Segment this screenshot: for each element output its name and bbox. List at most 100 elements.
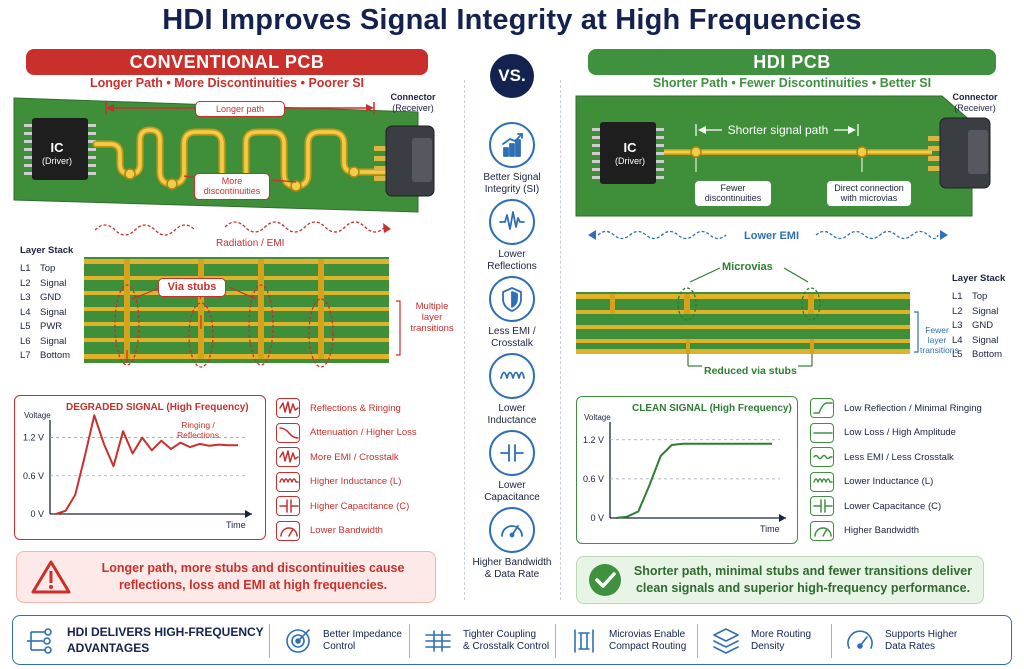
legend-item: Attenuation / Higher Loss — [276, 422, 417, 443]
layer-id: L3 — [952, 320, 963, 331]
y-tick-label: 1.2 V — [583, 435, 604, 445]
lower-emi-waves — [588, 230, 948, 240]
benefit-item: Lower Reflections — [466, 199, 558, 273]
separator-right — [560, 80, 561, 600]
clean-signal-panel — [576, 396, 798, 544]
conventional-layer-stack — [84, 257, 401, 368]
legend-label: Less EMI / Less Crosstalk — [844, 451, 954, 463]
layers-icon — [713, 628, 739, 654]
separator-left — [464, 80, 465, 600]
layer-name: Bottom — [40, 350, 71, 361]
connector-left-label: Connector — [390, 92, 436, 102]
advantage-item: Tighter Coupling & Crosstalk Control — [423, 625, 549, 657]
fewer-transitions-label: Fewer layer transitions — [920, 325, 959, 355]
hdi-message: Shorter path, minimal stubs and fewer tr… — [576, 556, 984, 604]
layer-stack-title-left: Layer Stack — [20, 245, 74, 256]
ringing-label: Ringing / Reflections — [176, 420, 220, 440]
benefit-label: Higher Bandwidth & Data Rate — [472, 557, 552, 580]
legend-item: Lower Capacitance (C) — [810, 496, 941, 516]
coil-icon — [489, 353, 535, 399]
reduced-stubs-label: Reduced via stubs — [704, 365, 797, 377]
capacitor-icon — [489, 430, 535, 476]
inductor-icon — [276, 471, 300, 492]
connector-right-sub: (Receiver) — [954, 103, 996, 113]
legend-label: Lower Bandwidth — [310, 525, 383, 536]
advantage-item: Supports Higher Data Rates — [845, 625, 957, 657]
degraded-signal-panel — [14, 395, 266, 540]
advantage-label: More Routing Density — [751, 628, 812, 653]
low-emi-icon — [810, 447, 834, 467]
legend-item: Lower Bandwidth — [276, 520, 383, 541]
signal-line — [615, 442, 772, 519]
divider — [697, 624, 698, 658]
connector-right-label: Connector — [952, 92, 998, 102]
advantages-headline: HDI DELIVERS HIGH-FREQUENCY ADVANTAGES — [67, 625, 264, 655]
layer-id: L1 — [952, 291, 963, 302]
left-layer-row: L1 Top — [20, 262, 70, 277]
left-layer-row: L3 GND — [20, 291, 70, 306]
microvias-label: Microvias — [722, 261, 773, 273]
layer-id: L5 — [20, 321, 31, 332]
microvia-icon — [574, 629, 594, 653]
benefit-item: Better Signal Integrity (SI) — [466, 122, 558, 196]
ic-left-sub: (Driver) — [42, 156, 72, 166]
page-title: HDI Improves Signal Integrity at High Fr… — [162, 4, 862, 36]
benefit-item: Higher Bandwidth & Data Rate — [466, 507, 558, 581]
radiation-label: Radiation / EMI — [216, 238, 285, 249]
target-icon — [286, 629, 310, 653]
ic-left-title: IC — [50, 140, 64, 155]
legend-item: Low Loss / High Amplitude — [810, 422, 956, 443]
layer-id: L3 — [20, 292, 31, 303]
radiation-waves-left — [95, 221, 391, 236]
layer-name: GND — [40, 292, 62, 303]
gauge-icon — [276, 520, 300, 541]
conventional-banner: CONVENTIONAL PCB — [26, 49, 428, 75]
layer-id: L1 — [20, 263, 31, 274]
lower-emi-label: Lower EMI — [744, 230, 800, 242]
ic-chip-left — [24, 118, 96, 180]
degraded-chart-title: DEGRADED SIGNAL (High Frequency) — [66, 402, 249, 413]
legend-label: Low Reflection / Minimal Ringing — [844, 402, 982, 414]
legend-label: Low Loss / High Amplitude — [844, 427, 956, 438]
advantage-label: Tighter Coupling & Crosstalk Control — [463, 628, 550, 653]
conventional-subtitle: Longer Path • More Discontinuities • Poo… — [89, 76, 365, 90]
hdi-message-text: Shorter path, minimal stubs and fewer tr… — [633, 564, 973, 595]
multiple-transitions-label: Multiple layer transitions — [410, 301, 454, 334]
legend-item: Lower Inductance (L) — [810, 471, 934, 492]
hdi-banner: HDI PCB — [588, 49, 996, 75]
y-tick-label: 1.2 V — [23, 433, 44, 443]
layer-stack-title-right: Layer Stack — [952, 273, 1006, 284]
legend-item: Low Reflection / Minimal Ringing — [810, 398, 982, 418]
ic-right-sub: (Driver) — [615, 156, 645, 166]
layer-id: L4 — [952, 334, 963, 346]
low-reflection-icon — [810, 398, 834, 418]
legend-label: Reflections & Ringing — [310, 402, 401, 414]
legend-item: Higher Bandwidth — [810, 520, 919, 541]
layer-name: Bottom — [972, 349, 1003, 360]
connector-right — [928, 117, 991, 189]
direct-connection-label: Direct connection with microvias — [826, 180, 912, 207]
x-axis-arrow — [779, 514, 786, 522]
layer-id: L2 — [20, 277, 31, 289]
shield-icon — [489, 276, 535, 322]
x-axis-label: Time — [760, 524, 780, 534]
benefit-label: Lower Reflections — [487, 249, 537, 272]
wave-icon — [489, 199, 535, 245]
coupling-icon — [425, 630, 451, 652]
more-discontinuities-label: More discontinuities — [194, 173, 270, 200]
reflection-icon — [276, 398, 300, 418]
legend-item: Less EMI / Less Crosstalk — [810, 447, 954, 467]
y-tick-label: 0.6 V — [23, 471, 44, 481]
legend-label: Lower Inductance (L) — [844, 476, 934, 487]
layer-name: Top — [40, 263, 56, 274]
check-icon — [589, 564, 621, 596]
